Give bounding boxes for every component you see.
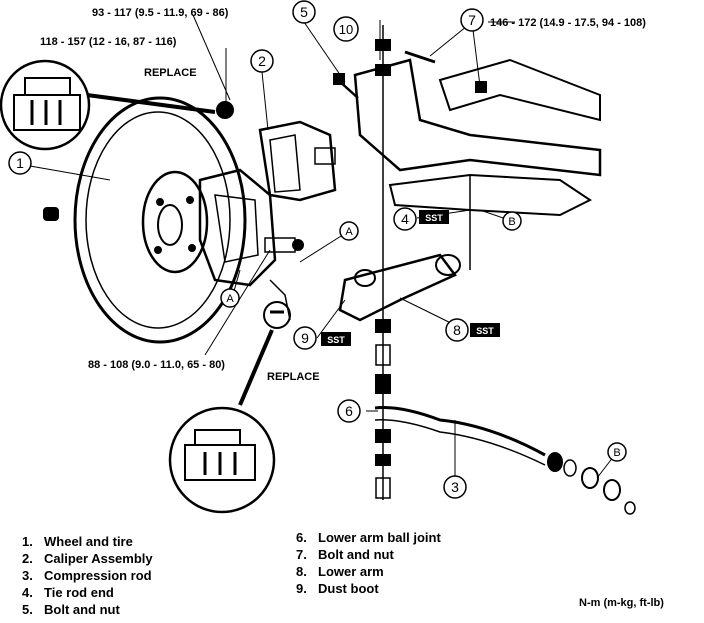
replace-label-upper: REPLACE: [144, 67, 197, 79]
sst-label-4: SST: [425, 213, 443, 223]
legend-item: 6. Lower arm ball joint: [296, 529, 441, 546]
legend-number: 6.: [296, 530, 307, 545]
callout-8-circle: [445, 318, 469, 342]
inset-lower-nut: [168, 301, 291, 514]
callout-a2: A: [226, 293, 234, 305]
wheel-and-tire: [73, 96, 247, 344]
callout-10-circle: [333, 16, 359, 42]
legend-label: Tie rod end: [44, 585, 114, 600]
legend-number: 2.: [22, 551, 33, 566]
ball-joint-bolt-stack: [375, 25, 391, 500]
legend-item: 8. Lower arm: [296, 563, 441, 580]
torque-spec-caliper-nut: 118 - 157 (12 - 16, 87 - 116): [40, 36, 177, 48]
legend-label: Caliper Assembly: [44, 551, 153, 566]
legend-item: 4. Tie rod end: [22, 584, 153, 601]
callout-b2-circle: [607, 442, 627, 462]
legend-item: 9. Dust boot: [296, 580, 441, 597]
callout-9: 9: [301, 330, 309, 346]
callout-4-circle: [393, 207, 417, 231]
callout-a1: A: [345, 226, 353, 238]
knuckle: [198, 101, 277, 287]
legend-label: Compression rod: [44, 568, 152, 583]
callout-b1: B: [508, 216, 515, 228]
torque-spec-bolt-5: 93 - 117 (9.5 - 11.9, 69 - 86): [92, 7, 229, 19]
callout-8: 8: [453, 322, 461, 338]
legend-label: Bolt and nut: [318, 547, 394, 562]
callout-9-circle: [293, 326, 317, 350]
callout-7-circle: [460, 8, 484, 32]
callout-4: 4: [401, 211, 409, 227]
callout-1: 1: [16, 155, 24, 171]
inset-upper-nut: [0, 59, 216, 151]
legend-label: Bolt and nut: [44, 602, 120, 617]
callout-5-circle: [292, 0, 316, 24]
callout-2-circle: [250, 49, 274, 73]
legend-number: 1.: [22, 534, 33, 549]
caliper-assembly: [258, 120, 337, 202]
tie-rod-end-area: [264, 237, 304, 321]
legend-number: 7.: [296, 547, 307, 562]
compression-rod: [374, 406, 636, 515]
legend-label: Lower arm ball joint: [318, 530, 441, 545]
legend-label: Lower arm: [318, 564, 384, 579]
legend-label: Wheel and tire: [44, 534, 133, 549]
legend-number: 9.: [296, 581, 307, 596]
legend-number: 3.: [22, 568, 33, 583]
sst-badge-4: SST: [419, 210, 449, 224]
callout-10: 10: [339, 22, 353, 37]
bolt-7: [404, 50, 487, 93]
legend-item: 1. Wheel and tire: [22, 533, 153, 550]
lower-arm: [338, 253, 461, 322]
callout-5: 5: [300, 4, 308, 20]
callout-a2-circle: [220, 288, 240, 308]
callout-1-circle: [8, 151, 32, 175]
sst-label-9: SST: [327, 335, 345, 345]
sst-badge-8: SST: [470, 323, 500, 337]
legend-item: 3. Compression rod: [22, 567, 153, 584]
callout-a1-circle: [339, 221, 359, 241]
torque-spec-tie-rod-nut: 88 - 108 (9.0 - 11.0, 65 - 80): [88, 359, 225, 371]
callout-7: 7: [468, 12, 476, 28]
callout-b1-circle: [502, 211, 522, 231]
callout-2: 2: [258, 53, 266, 69]
legend-number: 5.: [22, 602, 33, 617]
replace-label-lower: REPLACE: [267, 371, 320, 383]
callout-3-circle: [443, 475, 467, 499]
callout-3: 3: [451, 479, 459, 495]
legend-left: 1. Wheel and tire 2. Caliper Assembly 3. Co…: [22, 533, 153, 618]
torque-spec-bolt-7: 146 - 172 (14.9 - 17.5, 94 - 108): [490, 17, 646, 29]
legend-item: 5. Bolt and nut: [22, 601, 153, 618]
callout-6: 6: [345, 403, 353, 419]
legend-item: 7. Bolt and nut: [296, 546, 441, 563]
legend-right: 6. Lower arm ball joint 7. Bolt and nut 8.…: [296, 529, 441, 597]
sst-label-8: SST: [476, 326, 494, 336]
leader-lines: [29, 14, 618, 487]
frame-crossmember: [353, 58, 602, 270]
legend-number: 8.: [296, 564, 307, 579]
torque-units-note: N-m (m-kg, ft-lb): [579, 597, 664, 609]
lug-nut: [43, 207, 59, 221]
legend-number: 4.: [22, 585, 33, 600]
sst-badge-9: SST: [321, 332, 351, 346]
legend-item: 2. Caliper Assembly: [22, 550, 153, 567]
legend-label: Dust boot: [318, 581, 379, 596]
callout-6-circle: [337, 399, 361, 423]
callout-b2: B: [613, 447, 620, 459]
